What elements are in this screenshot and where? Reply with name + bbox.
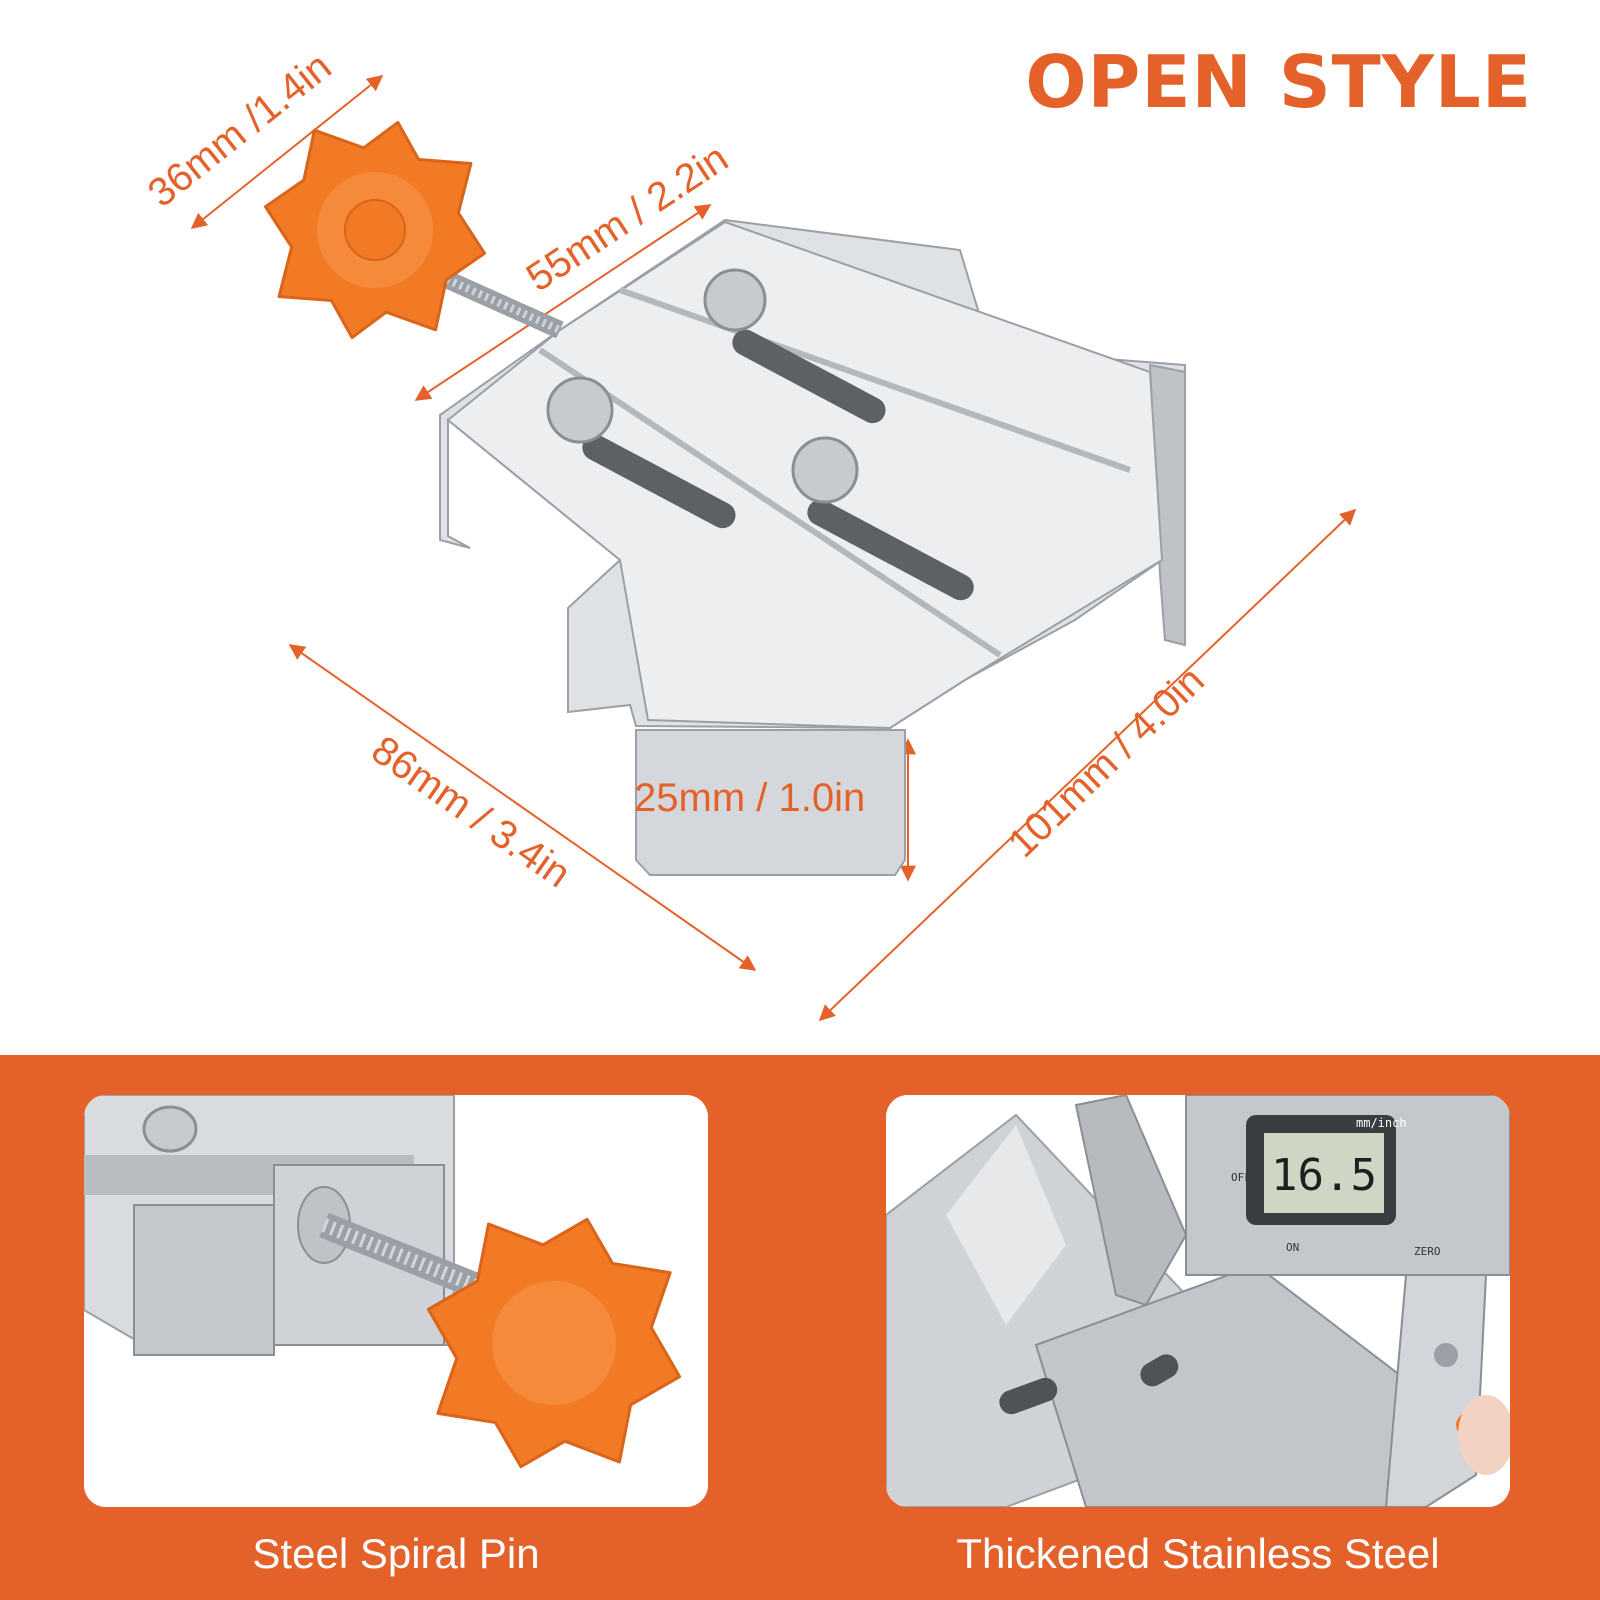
feature-card-stainless-steel: 16.5 mm/inch OFF ON ZERO [886,1095,1510,1507]
stainless-steel-image: 16.5 mm/inch OFF ON ZERO [886,1095,1510,1507]
knob-dimension-line [190,75,384,229]
caliper-reading: 16.5 [1271,1150,1377,1201]
caliper-zero-label: ZERO [1414,1245,1441,1258]
screw-dimension-line [414,204,712,401]
caliper-on-label: ON [1286,1241,1299,1254]
page-title: OPEN STYLE [1025,40,1532,124]
length-dimension-line [288,644,757,971]
spiral-pin-image [84,1095,708,1507]
feature-card-spiral-pin [84,1095,708,1507]
dimension-lines [190,75,1357,1022]
corner-clamp-illustration [263,120,1186,876]
caliper-off-label: OFF [1231,1171,1251,1184]
feature-caption-stainless-steel: Thickened Stainless Steel [956,1530,1440,1577]
caliper-unit-label: mm/inch [1356,1116,1407,1130]
width-dimension-line [818,508,1357,1022]
features-panel: Steel Spiral Pin 16.5 mm/inch OFF ON ZER… [0,1055,1600,1600]
feature-caption-spiral-pin: Steel Spiral Pin [252,1530,540,1577]
height-dimension-label: 25mm / 1.0in [634,776,866,820]
